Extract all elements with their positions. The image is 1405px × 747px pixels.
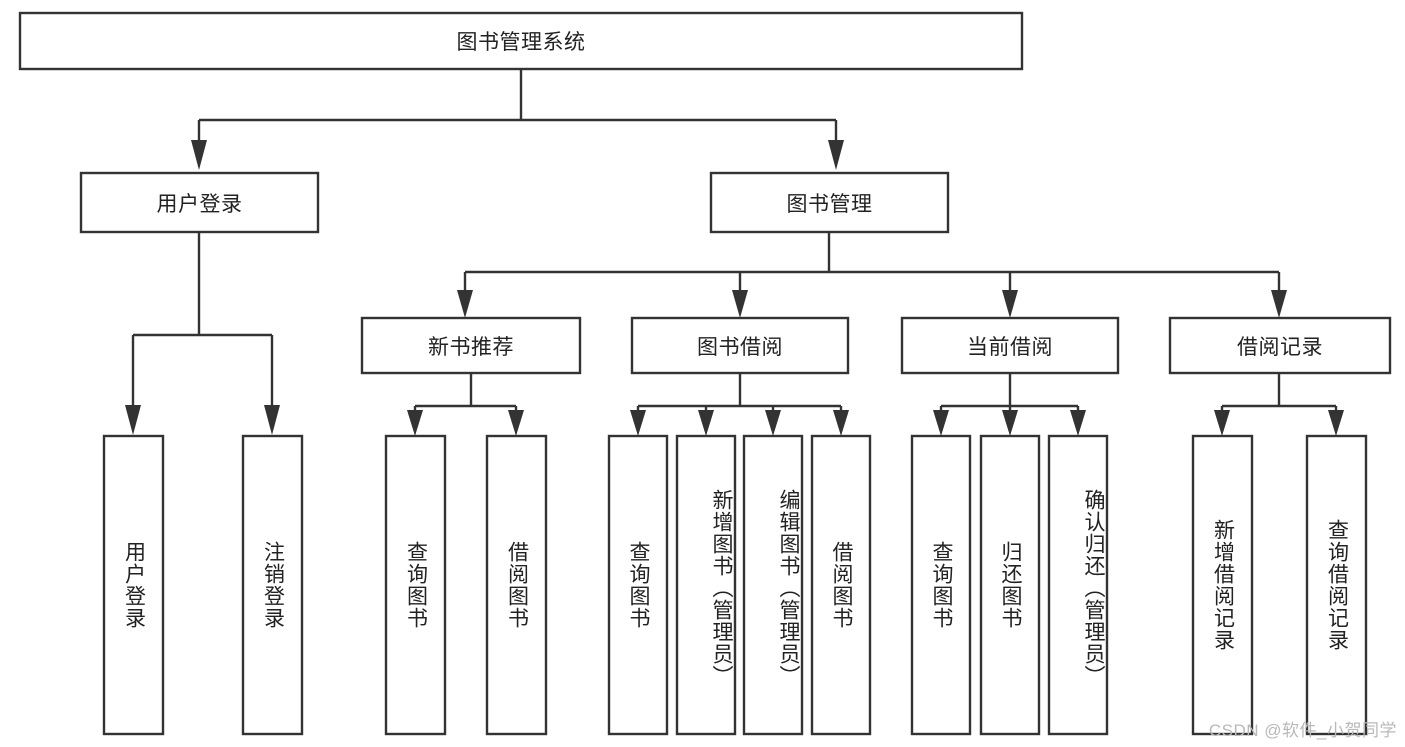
node-box-leaf-user-login[interactable] <box>102 434 165 736</box>
node-box-leaf-add-record[interactable] <box>1191 434 1254 736</box>
node-box-leaf-borrow-book-2[interactable] <box>810 434 872 736</box>
arrowhead-leaf-add-book <box>698 410 714 436</box>
csdn-watermark: CSDN @软件_小贺同学 <box>1208 721 1397 740</box>
node-box-new-book-rec[interactable] <box>360 316 582 375</box>
node-box-leaf-query-book-2[interactable] <box>607 434 669 736</box>
node-box-root[interactable] <box>18 11 1024 71</box>
arrowhead-leaf-borrow-book-2 <box>833 410 849 436</box>
arrowhead-new-book-rec <box>457 290 473 318</box>
node-box-leaf-add-book[interactable] <box>675 434 737 736</box>
node-box-leaf-query-book-3[interactable] <box>910 434 972 736</box>
arrowhead-leaf-user-login <box>125 405 141 435</box>
arrowhead-borrow-record <box>1271 290 1287 318</box>
node-box-book-manage[interactable] <box>709 171 950 234</box>
arrowhead-leaf-return-book <box>1002 410 1018 436</box>
node-box-leaf-return-book[interactable] <box>979 434 1041 736</box>
node-box-leaf-query-record[interactable] <box>1305 434 1368 736</box>
arrowhead-leaf-edit-book <box>765 410 781 436</box>
arrowhead-leaf-borrow-book-1 <box>508 410 524 436</box>
arrowhead-leaf-query-book-1 <box>407 410 423 436</box>
node-box-current-borrow[interactable] <box>900 316 1120 375</box>
node-box-borrow-record[interactable] <box>1168 316 1392 375</box>
arrowhead-leaf-query-book-2 <box>630 410 646 436</box>
node-box-user-login[interactable] <box>79 171 320 234</box>
node-box-leaf-query-book-1[interactable] <box>384 434 447 736</box>
arrowhead-book-borrow <box>732 290 748 318</box>
arrowhead-leaf-confirm-return <box>1070 410 1086 436</box>
node-box-leaf-logout[interactable] <box>241 434 304 736</box>
arrowhead-leaf-query-record <box>1328 410 1344 436</box>
arrowhead-leaf-logout <box>264 405 280 435</box>
node-box-leaf-confirm-return[interactable] <box>1047 434 1109 736</box>
arrowhead-leaf-add-record <box>1214 410 1230 436</box>
node-box-book-borrow[interactable] <box>630 316 850 375</box>
node-box-leaf-edit-book[interactable] <box>742 434 804 736</box>
arrowhead-book-manage <box>828 140 844 170</box>
node-box-leaf-borrow-book-1[interactable] <box>485 434 548 736</box>
arrowhead-user-login <box>191 140 207 170</box>
arrowhead-current-borrow <box>1002 290 1018 318</box>
arrowhead-leaf-query-book-3 <box>933 410 949 436</box>
